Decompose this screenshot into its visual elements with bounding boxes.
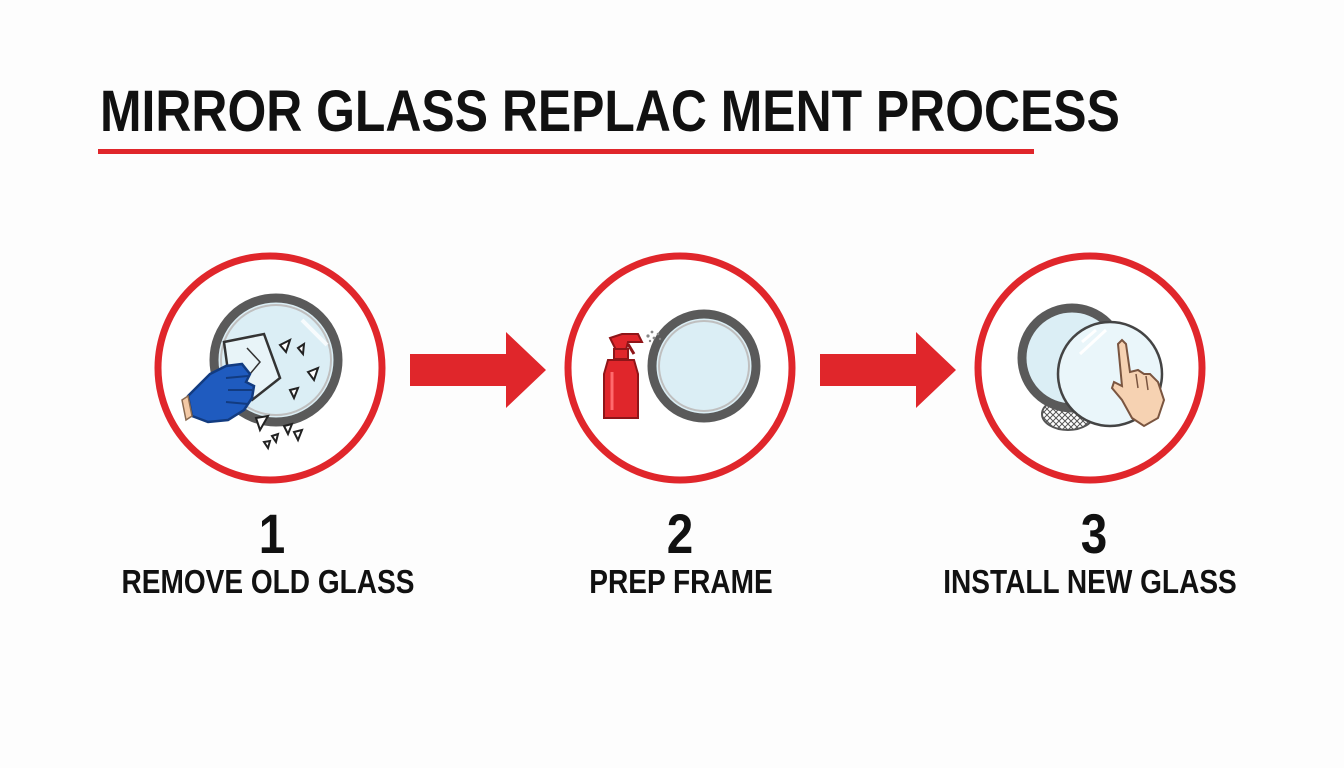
hand-placing-new-glass-icon	[974, 252, 1206, 484]
title-underline	[98, 149, 1034, 154]
gloved-hand-removing-broken-glass-icon	[154, 252, 386, 484]
step-1-label: REMOVE OLD GLASS	[121, 563, 415, 600]
step-2-label: PREP FRAME	[589, 563, 773, 600]
right-arrow-icon	[410, 332, 546, 408]
spray-bottle-cleaning-frame-icon	[564, 252, 796, 484]
step-3-label: INSTALL NEW GLASS	[943, 563, 1237, 600]
step-2-number: 2	[666, 502, 694, 565]
page-title: MIRROR GLASS REPLAC MENT PROCESS	[100, 79, 1120, 144]
step-1-number: 1	[258, 502, 286, 565]
right-arrow-icon	[820, 332, 956, 408]
step-3-number: 3	[1080, 502, 1108, 565]
